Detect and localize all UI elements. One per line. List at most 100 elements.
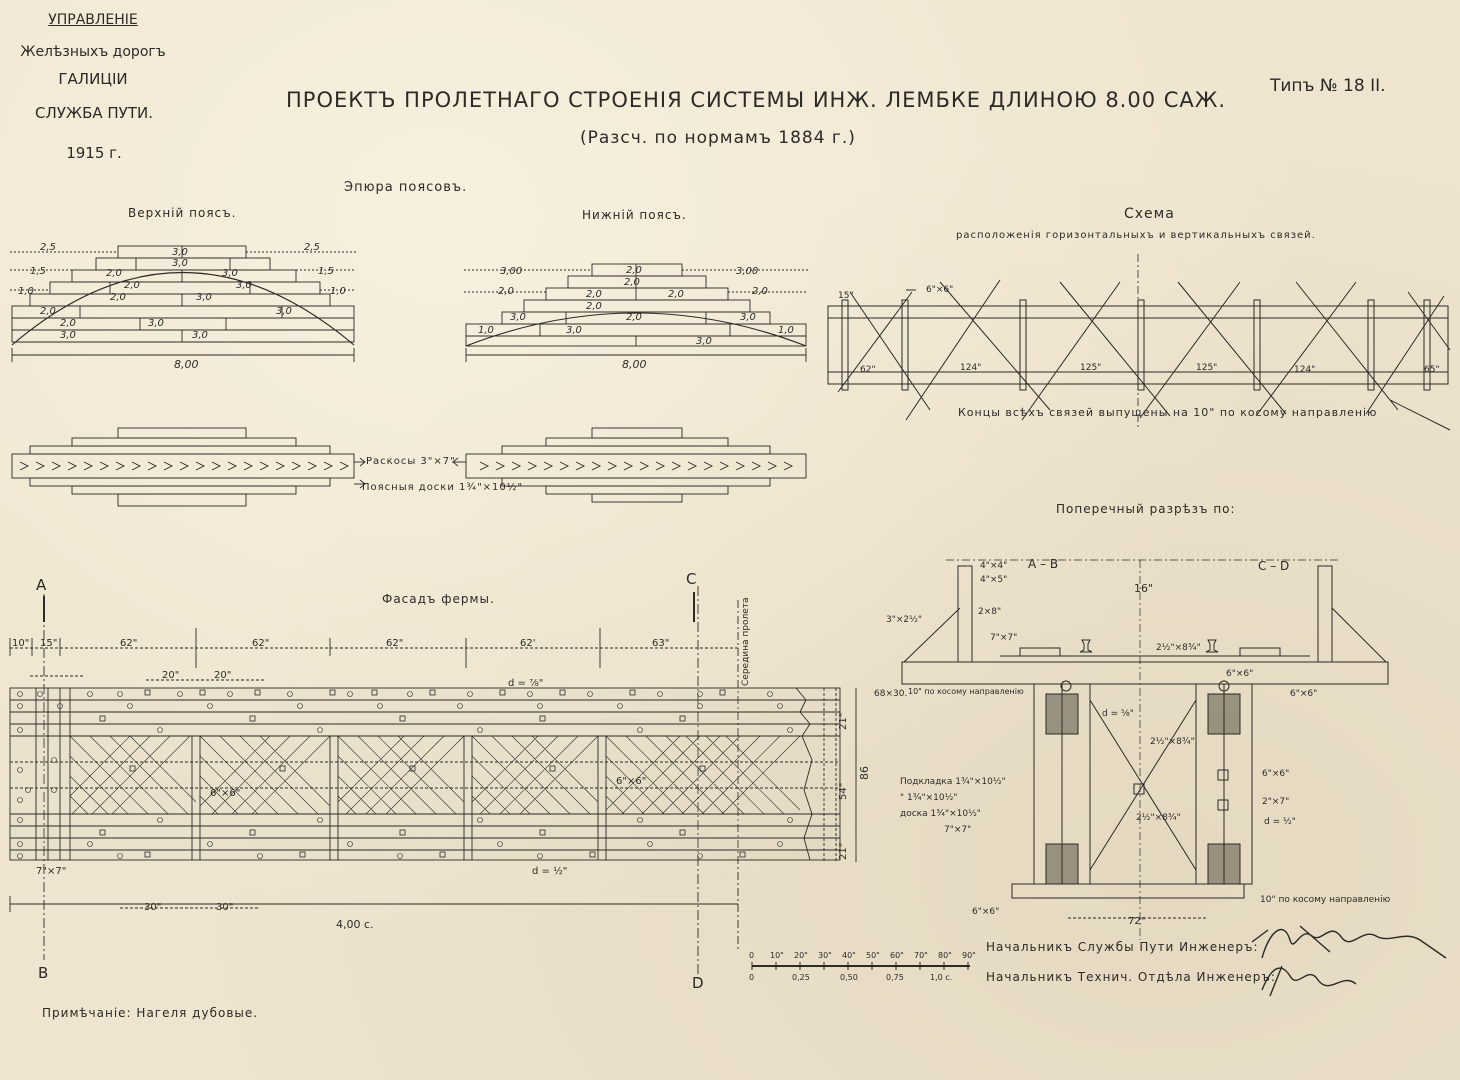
- board-label: 2,0: [40, 306, 56, 317]
- board-label: 3,0: [696, 336, 712, 347]
- facade-labels: A B C D 10" 15" 62" 62" 62" 62' 63" 20" …: [12, 570, 871, 992]
- cs-label: 6"×6": [972, 907, 999, 917]
- dim-label: 7"×7": [990, 633, 1017, 643]
- scale-tick: 60": [890, 951, 904, 960]
- scale-tick: 10": [770, 951, 784, 960]
- dim-label: 15": [838, 291, 854, 301]
- dim-label: 30": [216, 902, 233, 913]
- dim-label: 4"×5": [980, 575, 1007, 585]
- board-label: 1,0: [778, 325, 794, 336]
- board-label: 3,0: [276, 306, 292, 317]
- dim-label: 30": [144, 902, 161, 913]
- cs-width: 16": [1134, 582, 1153, 595]
- scale-tick: 40": [842, 951, 856, 960]
- board-label: 3,0: [566, 325, 582, 336]
- total-length: 8,00: [622, 358, 647, 371]
- section-letter: D: [692, 974, 704, 992]
- chord-board-label: Поясныя доски 1¾"×10½": [362, 482, 524, 493]
- scheme-subtitle: расположенія горизонтальныхъ и вертикаль…: [956, 230, 1316, 241]
- dim-label: 62": [120, 638, 137, 649]
- board-label: 3,0: [196, 292, 212, 303]
- scheme-title: Схема: [1124, 206, 1175, 222]
- dim-label: 63": [652, 638, 669, 649]
- cs-label: Подкладка 1¾"×10½": [900, 777, 1006, 787]
- dim-label: 62': [520, 638, 535, 649]
- dim-label: 2×8": [978, 607, 1001, 617]
- scale-tick: 20": [794, 951, 808, 960]
- board-label: 2,0: [586, 289, 602, 300]
- type-label: Типъ № 18 II.: [1270, 76, 1386, 96]
- upper-chord-title: Верхній поясъ.: [128, 206, 237, 220]
- scale-tick: 30": [818, 951, 832, 960]
- dim-label: 6"×6": [616, 776, 646, 787]
- facade-title: Фасадъ фермы.: [382, 592, 495, 606]
- scale-tick: 90": [962, 951, 976, 960]
- board-label: 3,0: [510, 312, 526, 323]
- board-label: 2,0: [668, 289, 684, 300]
- page-title: ПРОЕКТЪ ПРОЛЕТНАГО СТРОЕНІЯ СИСТЕМЫ ИНЖ.…: [286, 88, 1227, 112]
- scale-tick: 50": [866, 951, 880, 960]
- header-year: 1915 г.: [66, 144, 122, 162]
- dim-label: 125": [1080, 363, 1101, 373]
- scale-labels: 0 10" 20" 30" 40" 50" 60" 70" 80" 90" 0 …: [749, 951, 976, 982]
- board-label: 2,0: [124, 280, 140, 291]
- cs-label: d = ½": [1264, 817, 1296, 827]
- header-org-line4: СЛУЖБА ПУТИ.: [35, 104, 153, 122]
- scale-tick: 0,75: [886, 973, 904, 982]
- upper-chord-labels: 2,5 3,0 2,5 1,5 1,5 1,0 1,0 3,0 2,0 3,0 …: [18, 242, 346, 371]
- cs-label: 72": [1128, 916, 1145, 927]
- cs-label: 2½"×8¾": [1150, 737, 1195, 747]
- board-label: 3,0: [148, 318, 164, 329]
- cs-label: 2"×7": [1262, 797, 1289, 807]
- header-org-line3: ГАЛИЦІИ: [58, 70, 128, 88]
- dim-label: 3"×2½": [886, 615, 922, 625]
- cs-label: d = ⅝": [1102, 709, 1134, 719]
- dim-label: 3,0: [172, 247, 188, 258]
- signature-line-1: Начальникъ Службы Пути Инженеръ:: [986, 940, 1259, 954]
- cs-label: 2½"×8¾": [1136, 813, 1181, 823]
- cs-label: 10" по косому направленію: [1260, 895, 1391, 905]
- dim-label: 125": [1196, 363, 1217, 373]
- section-letter: C: [686, 570, 696, 588]
- scale-tick: 0: [749, 951, 754, 960]
- board-label: 3,0: [172, 258, 188, 269]
- bracing-scheme: [827, 254, 1451, 431]
- board-label: 2,0: [60, 318, 76, 329]
- lower-chord-labels: 3,00 2,0 3,00 2,0 2,0 2,0 2,0 2,0 2,0 3,…: [478, 265, 794, 371]
- dim-label: 62": [386, 638, 403, 649]
- scale-tick: 1,0 с.: [930, 973, 952, 982]
- dim-label: 6"×6": [210, 788, 240, 799]
- dim-label: 1,5: [318, 266, 334, 277]
- board-label: 3,0: [192, 330, 208, 341]
- dim-label: 2,5: [40, 242, 56, 253]
- cs-note: 68×30.: [874, 689, 907, 699]
- scale-tick: 80": [938, 951, 952, 960]
- midspan-label: Середина пролета: [741, 597, 751, 686]
- dim-label: 4"×4": [980, 561, 1007, 571]
- dim-label: 3,00: [736, 266, 758, 277]
- dim-label: 21": [838, 713, 849, 730]
- cross-section: [901, 559, 1389, 940]
- upper-chord-plan: [11, 427, 366, 507]
- dim-label: 124": [960, 363, 981, 373]
- section-ab: A – B: [1028, 557, 1058, 571]
- footnote: Примѣчаніе: Нагеля дубовые.: [42, 1006, 259, 1020]
- header-org: УПРАВЛЕНІЕ: [48, 12, 138, 28]
- dim-label: 2,0: [498, 286, 514, 297]
- upper-chord-epure: [10, 245, 356, 362]
- board-label: 2,0: [624, 277, 640, 288]
- handwritten-signatures: [1251, 925, 1447, 997]
- board-label: 2,0: [106, 268, 122, 279]
- dim-label: 20": [214, 670, 231, 681]
- board-label: 3,0: [222, 268, 238, 279]
- lower-chord-plan: [452, 427, 807, 503]
- dim-label: 2½"×8¾": [1156, 643, 1201, 653]
- dim-label: 1,0: [18, 286, 34, 297]
- header-org-line2: Желѣзныхъ дорогъ: [20, 44, 166, 60]
- cs-label: доска 1¾"×10½": [900, 809, 981, 819]
- scale-tick: 70": [914, 951, 928, 960]
- board-label: 3,0: [740, 312, 756, 323]
- dim-label: 54": [838, 783, 849, 800]
- dim-label: 2,5: [304, 242, 320, 253]
